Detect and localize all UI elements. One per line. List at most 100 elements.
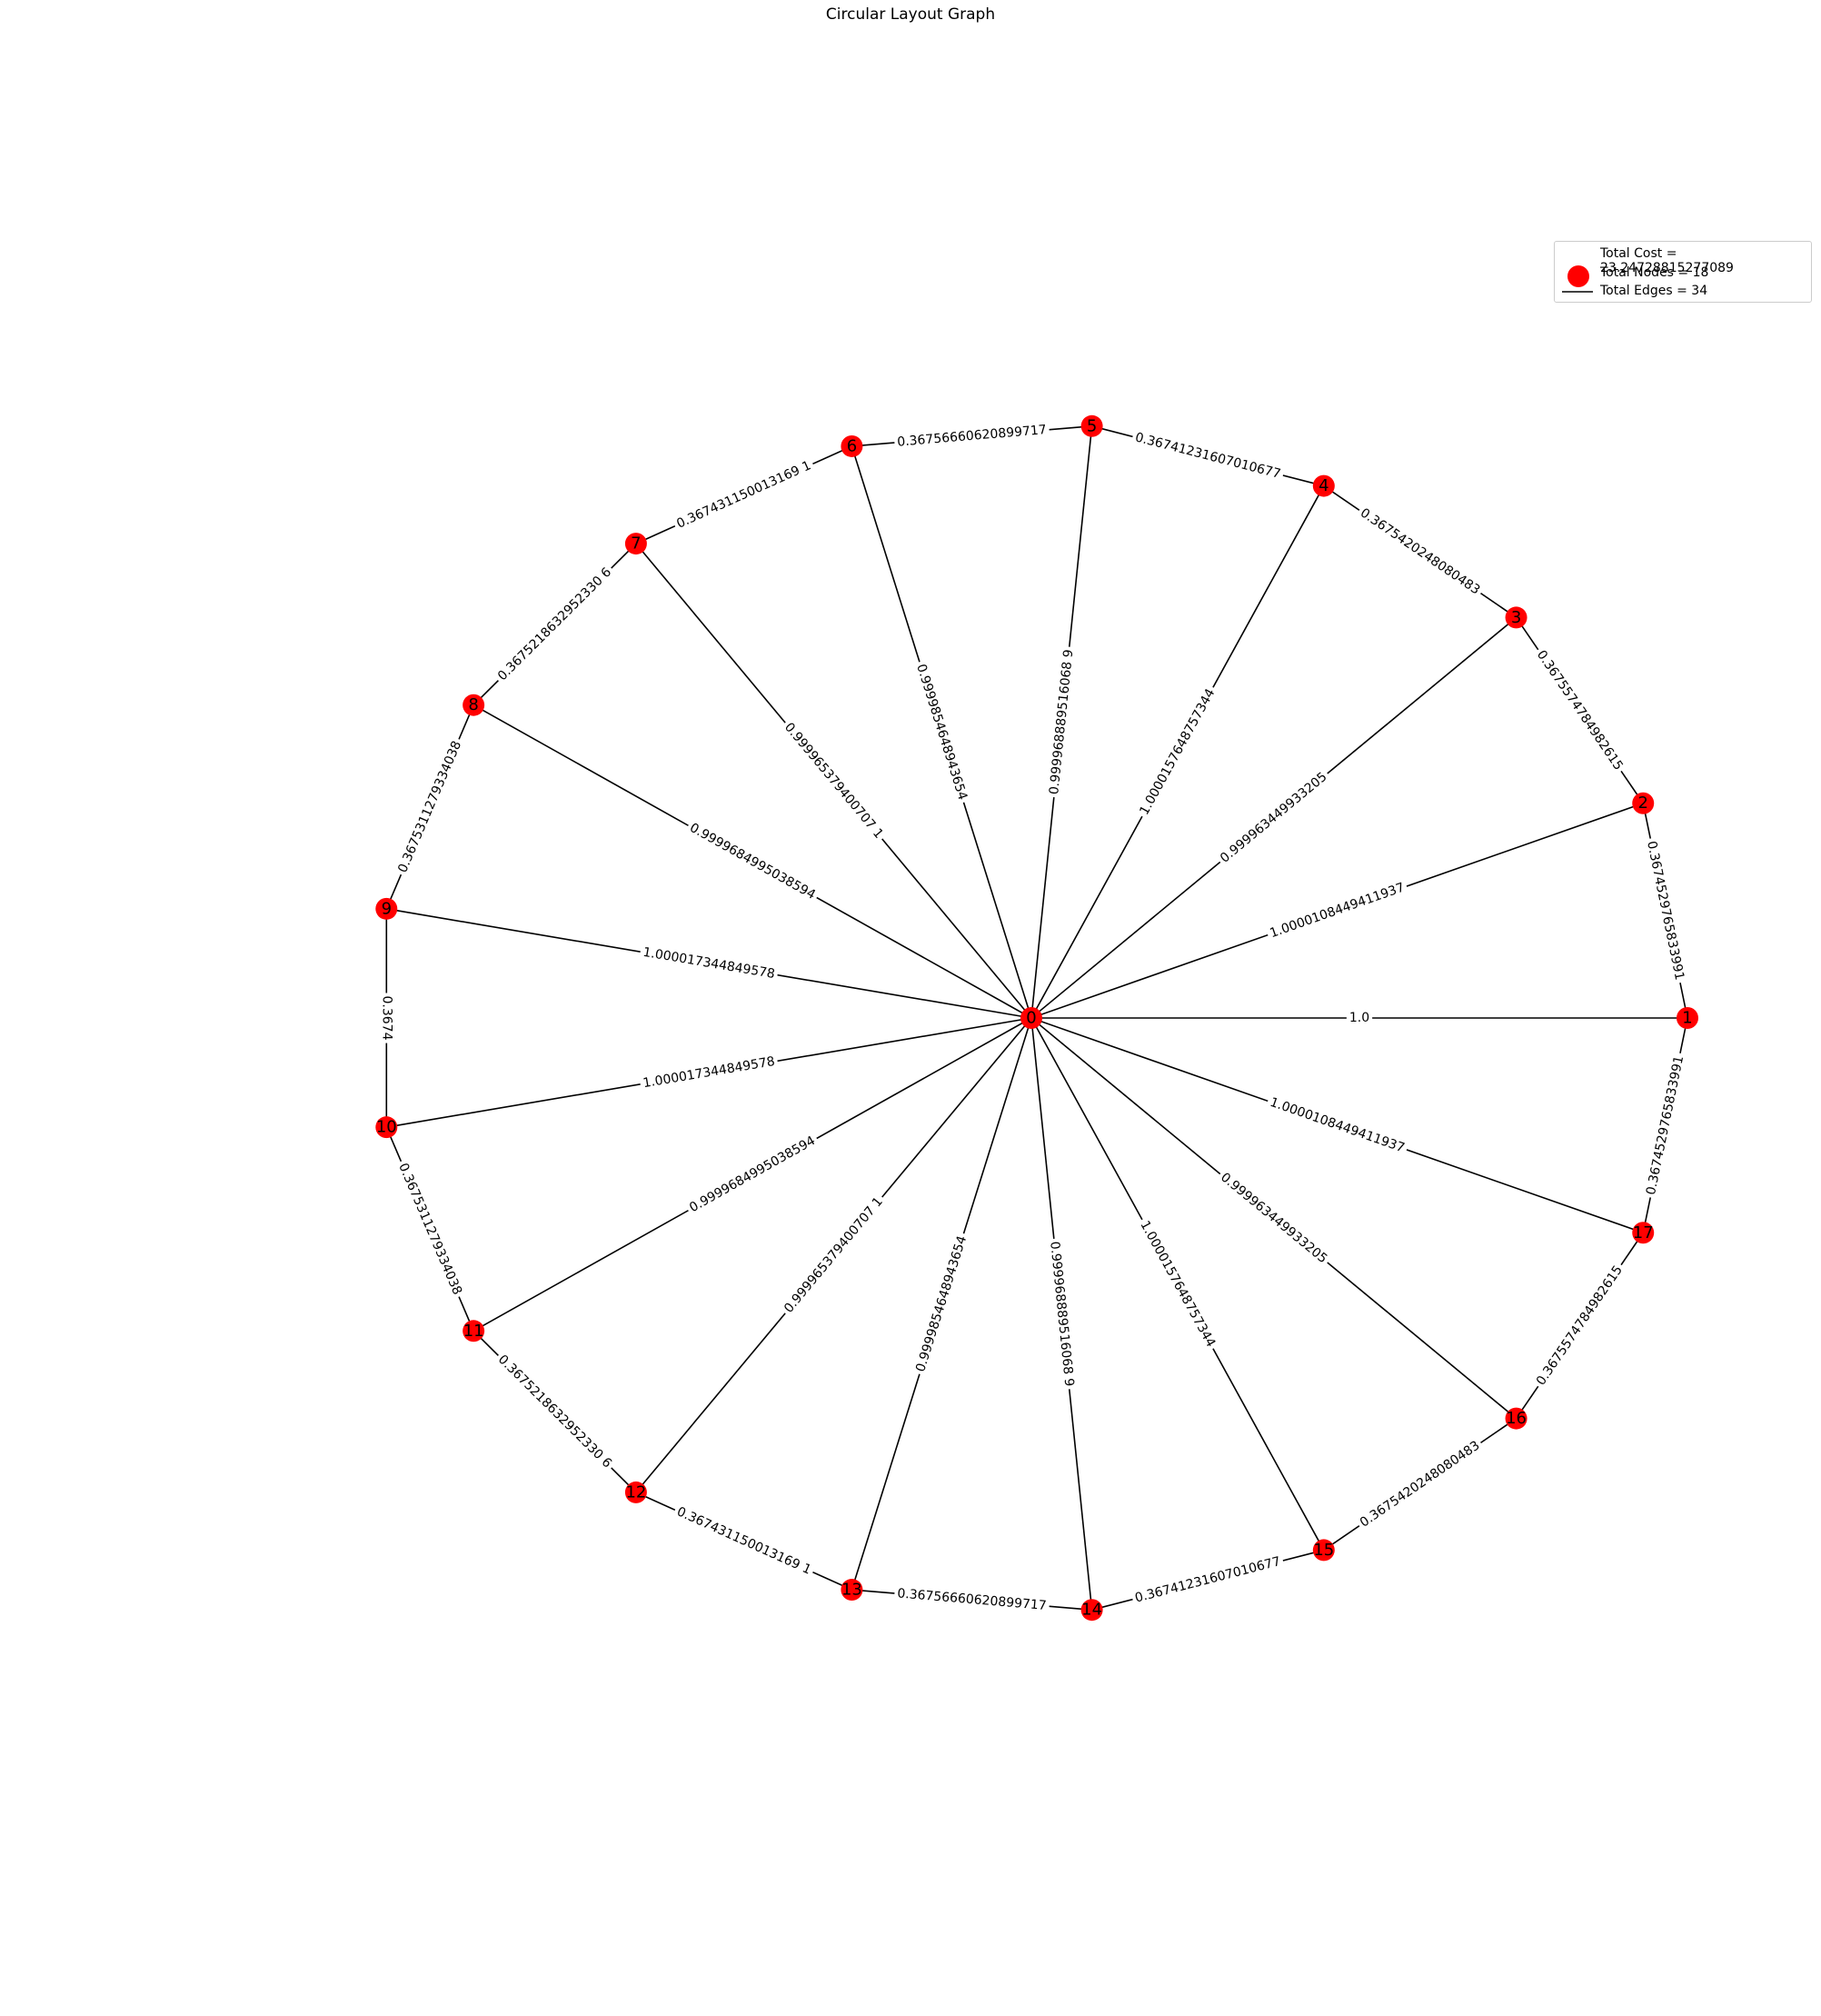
edge-16-17-label-bg bbox=[1531, 1260, 1628, 1392]
edge-0-6-label-bg bbox=[911, 659, 972, 805]
node-12 bbox=[624, 1481, 647, 1503]
node-9-label: 9 bbox=[382, 899, 392, 918]
node-0 bbox=[1020, 1007, 1042, 1029]
edge-15-16-label-bg bbox=[1354, 1435, 1486, 1533]
legend-node-circle bbox=[1567, 265, 1589, 287]
edge-14-15-label: 0.36741231607010677 bbox=[1133, 1554, 1282, 1606]
node-13-label: 13 bbox=[841, 1581, 862, 1600]
edge-0-5-label-bg bbox=[1045, 645, 1078, 799]
node-14-label: 14 bbox=[1081, 1601, 1102, 1620]
node-8 bbox=[463, 694, 485, 716]
edge-0-16-label-bg bbox=[1215, 1167, 1333, 1269]
edge-9-10-label: 0.3674 bbox=[379, 996, 393, 1041]
edge-0-15-label: 1.0000157648757344 bbox=[1137, 1219, 1218, 1350]
node-0-label: 0 bbox=[1026, 1009, 1036, 1028]
edge-0-1-label-bg bbox=[1346, 1010, 1373, 1026]
node-4 bbox=[1312, 474, 1335, 497]
edge-11-12-label: 0.3675218632952330 6 bbox=[495, 1352, 614, 1472]
edge-0-2-label: 1.0000108449411937 bbox=[1268, 881, 1406, 942]
edge-0-1-label: 1.0 bbox=[1349, 1011, 1369, 1025]
legend-total-cost: Total Cost = 23.24728815277089 bbox=[1600, 246, 1734, 275]
node-15 bbox=[1312, 1539, 1335, 1562]
edge-10-11-label: 0.3675311279334038 bbox=[395, 1161, 464, 1297]
edge-0-8-label: 0.9999684995038594 bbox=[687, 821, 818, 903]
edge-1-2-label-bg bbox=[1642, 836, 1688, 984]
edge-6-7-label-bg bbox=[672, 456, 817, 534]
edge-0-14-label: 0.999968889516068 9 bbox=[1047, 1241, 1076, 1387]
edge-0-6-label: 0.9999854648943654 bbox=[913, 663, 970, 803]
edge-17-1-label-bg bbox=[1642, 1052, 1688, 1200]
edge-14-15-label-bg bbox=[1130, 1552, 1286, 1608]
edge-0-4-label: 1.0000157648757344 bbox=[1137, 686, 1218, 817]
edge-0-12-label: 0.999965379400707 1 bbox=[781, 1194, 886, 1315]
edge-13-14-label-bg bbox=[893, 1585, 1050, 1615]
edge-10-11-label-bg bbox=[393, 1158, 467, 1301]
node-8-label: 8 bbox=[468, 695, 478, 714]
node-11 bbox=[463, 1320, 485, 1342]
edge-5-6-label-bg bbox=[893, 421, 1050, 451]
edge-0-8-label-bg bbox=[684, 818, 821, 905]
legend-node-marker bbox=[1567, 265, 1589, 287]
node-3-label: 3 bbox=[1511, 608, 1521, 627]
edge-0-7-label: 0.999965379400707 1 bbox=[781, 720, 886, 841]
edge-0-17-label-bg bbox=[1265, 1093, 1409, 1158]
edge-0-7-label-bg bbox=[779, 717, 889, 844]
node-13 bbox=[841, 1579, 863, 1602]
edge-2-3-label-bg bbox=[1531, 644, 1628, 776]
edge-7-8-label-bg bbox=[493, 562, 618, 687]
node-4-label: 4 bbox=[1318, 476, 1328, 495]
edge-0-5-label: 0.999968889516068 9 bbox=[1047, 649, 1076, 795]
edge-0-16-label: 0.999963449933205 bbox=[1218, 1170, 1330, 1266]
node-7-label: 7 bbox=[631, 534, 641, 554]
node-10 bbox=[375, 1116, 398, 1139]
edge-16-17-label: 0.3675574784982615 bbox=[1534, 1263, 1626, 1389]
edge-5-6-label: 0.36756660620899717 bbox=[897, 423, 1048, 450]
edge-3-4-label-bg bbox=[1354, 503, 1486, 601]
edge-0-17-label: 1.0000108449411937 bbox=[1268, 1095, 1406, 1156]
edge-0-2-label-bg bbox=[1265, 878, 1409, 943]
edge-13-14-label: 0.36756660620899717 bbox=[897, 1586, 1048, 1613]
node-10-label: 10 bbox=[376, 1118, 397, 1137]
legend-total-edges: Total Edges = 34 bbox=[1600, 284, 1708, 298]
node-11-label: 11 bbox=[463, 1322, 484, 1341]
edge-0-10-label-bg bbox=[639, 1053, 780, 1093]
node-9 bbox=[375, 897, 398, 920]
edge-0-4-label-bg bbox=[1135, 683, 1220, 821]
edge-2-3-label: 0.3675574784982615 bbox=[1534, 648, 1626, 773]
legend-edge-marker bbox=[1562, 291, 1593, 293]
node-6 bbox=[841, 434, 863, 457]
node-17-label: 17 bbox=[1633, 1223, 1654, 1243]
chart-title: Circular Layout Graph bbox=[825, 5, 996, 24]
edge-12-13-label-bg bbox=[672, 1502, 817, 1580]
edge-0-13-label-bg bbox=[911, 1231, 972, 1377]
legend: Total Cost = 23.24728815277089 Total Nod… bbox=[1554, 241, 1812, 303]
edge-12-13-label: 0.367431150013169 1 bbox=[674, 1504, 813, 1578]
edge-8-9-label-bg bbox=[393, 735, 467, 878]
edge-0-3-label: 0.999963449933205 bbox=[1218, 770, 1330, 866]
edge-0-11-label: 0.9999684995038594 bbox=[687, 1133, 818, 1215]
node-16-label: 16 bbox=[1506, 1409, 1527, 1428]
node-16 bbox=[1505, 1407, 1527, 1430]
node-1 bbox=[1677, 1007, 1698, 1029]
legend-total-nodes: Total Nodes = 18 bbox=[1600, 265, 1709, 280]
node-2 bbox=[1632, 792, 1655, 814]
node-5 bbox=[1080, 414, 1103, 437]
edge-0-13-label: 0.9999854648943654 bbox=[913, 1234, 970, 1374]
edge-0-15-label-bg bbox=[1135, 1215, 1220, 1353]
edge-11-12-label-bg bbox=[493, 1349, 618, 1474]
node-12-label: 12 bbox=[625, 1482, 646, 1502]
edge-0-3-label-bg bbox=[1215, 767, 1333, 869]
edge-3-4-label: 0.3675420248080483 bbox=[1358, 505, 1483, 597]
node-5-label: 5 bbox=[1087, 416, 1097, 435]
edge-8-9-label: 0.3675311279334038 bbox=[395, 739, 464, 875]
node-14 bbox=[1080, 1599, 1103, 1622]
edge-0-12-label-bg bbox=[779, 1192, 889, 1319]
edge-15-16-label: 0.3675420248080483 bbox=[1358, 1438, 1483, 1530]
edge-4-5-label: 0.36741231607010677 bbox=[1133, 430, 1282, 482]
node-17 bbox=[1632, 1222, 1655, 1244]
edge-0-9-label-bg bbox=[639, 943, 780, 983]
node-3 bbox=[1505, 606, 1527, 629]
edge-7-8-label: 0.3675218632952330 6 bbox=[495, 565, 614, 684]
